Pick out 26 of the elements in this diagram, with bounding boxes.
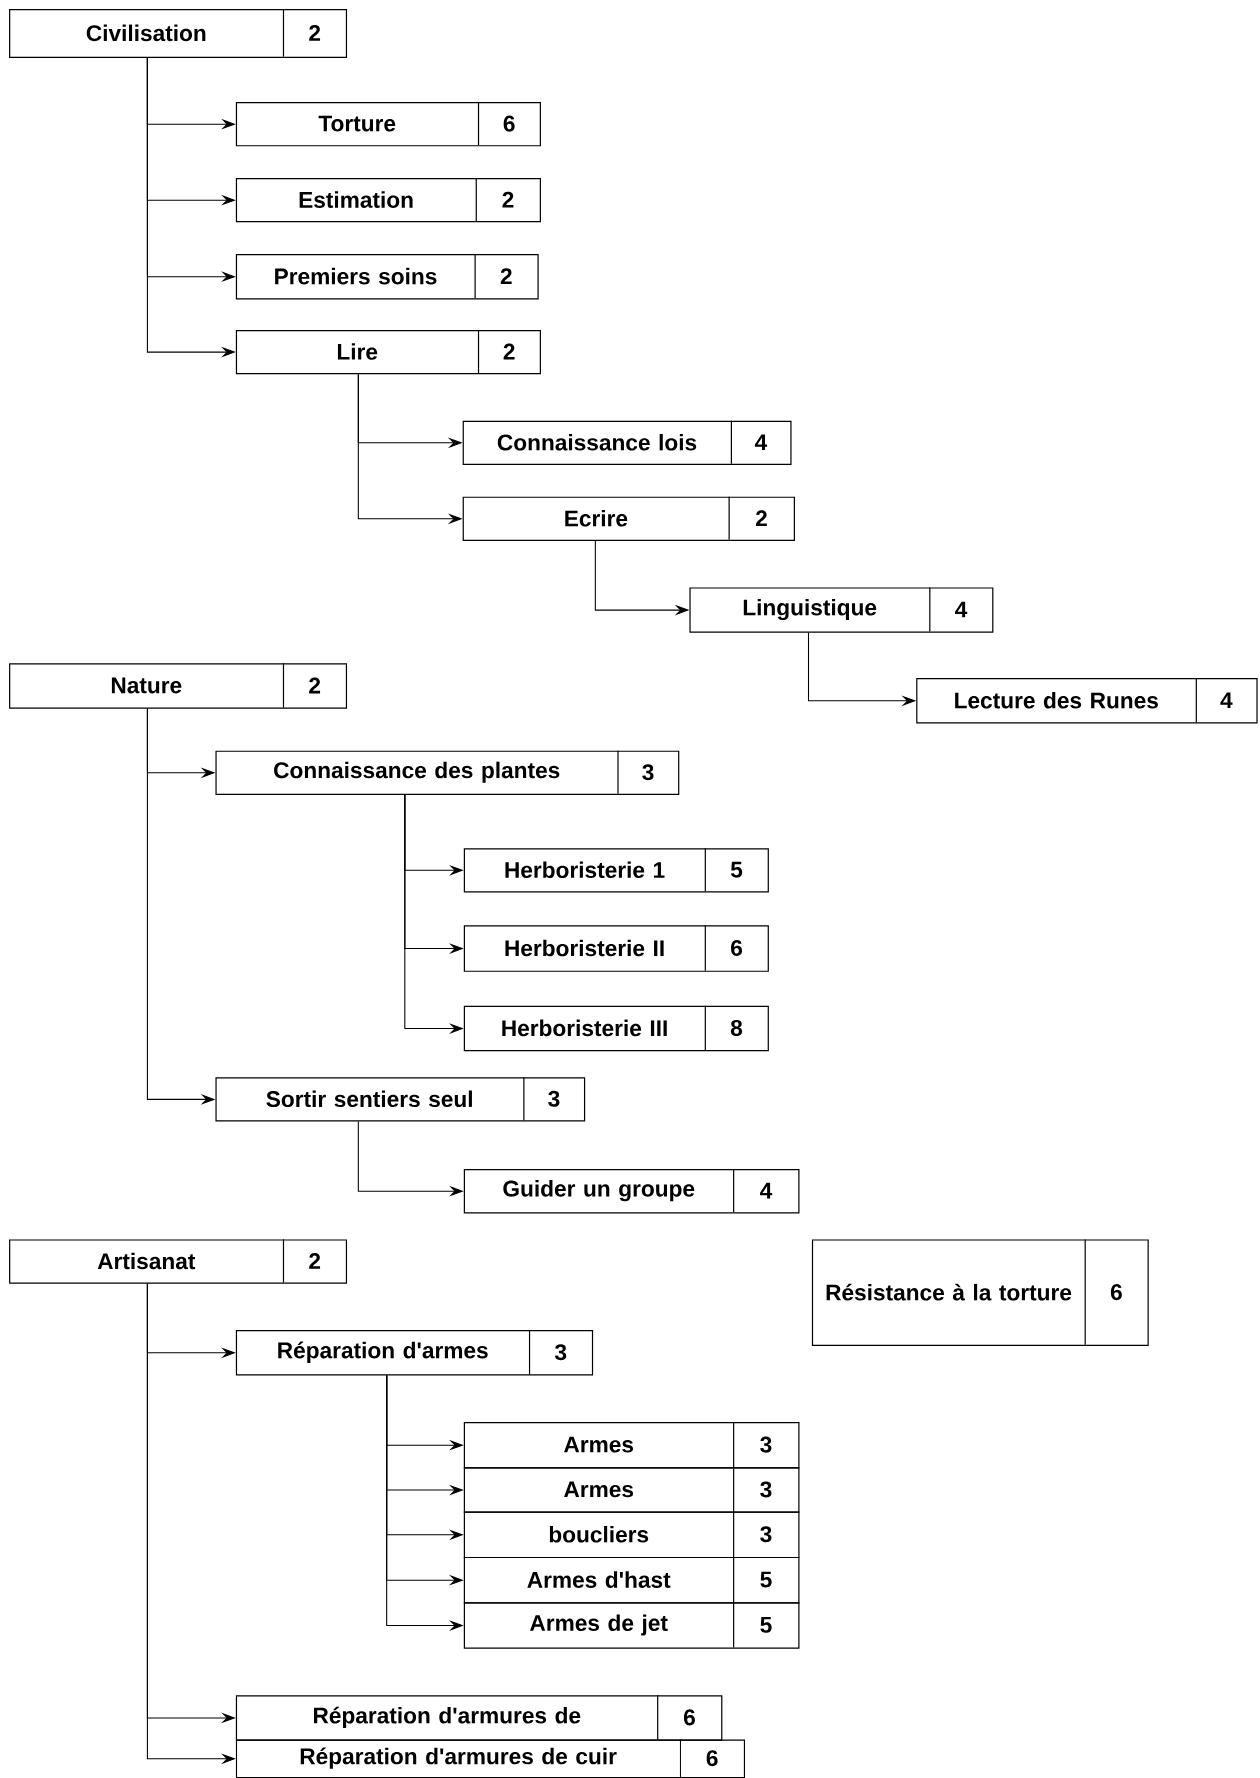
- skill-box: boucliers 3: [463, 1510, 800, 1559]
- skill-box: Torture 6: [235, 101, 542, 147]
- skill-box: Réparation d'armures de cuir 6: [235, 1738, 746, 1778]
- skill-box: Réparation d'armures de 6: [235, 1694, 723, 1741]
- skill-box: Herboristerie 1 5: [463, 847, 769, 893]
- skill-box: Herboristerie III 8: [463, 1005, 769, 1052]
- skill-box: Artisanat 2: [9, 1238, 348, 1284]
- skill-box: Lire 2: [235, 329, 542, 375]
- skill-box: Armes 3: [463, 1466, 800, 1513]
- skill-box: Armes d'hast 5: [463, 1556, 800, 1604]
- skill-box: Linguistique 4: [689, 586, 994, 633]
- skill-box: Armes de jet 5: [463, 1601, 800, 1649]
- skill-box: Lecture des Runes 4: [916, 677, 1258, 724]
- skill-box: Ecrire 2: [462, 496, 796, 541]
- skill-box: Nature 2: [9, 662, 348, 709]
- skill-box: Réparation d'armes 3: [235, 1329, 594, 1376]
- skill-box: Armes 3: [463, 1421, 800, 1469]
- skill-box: Herboristerie II 6: [463, 924, 769, 972]
- skill-box: Résistance à la torture 6: [812, 1238, 1149, 1347]
- skill-box: Connaissance lois 4: [462, 420, 792, 465]
- skill-box: Guider un groupe 4: [463, 1168, 800, 1214]
- skill-box: Sortir sentiers seul 3: [215, 1076, 586, 1122]
- skill-box: Premiers soins 2: [235, 253, 539, 300]
- skill-box: Estimation 2: [235, 177, 542, 223]
- skill-box: Connaissance des plantes 3: [215, 750, 680, 795]
- skill-box: Civilisation 2: [9, 8, 348, 58]
